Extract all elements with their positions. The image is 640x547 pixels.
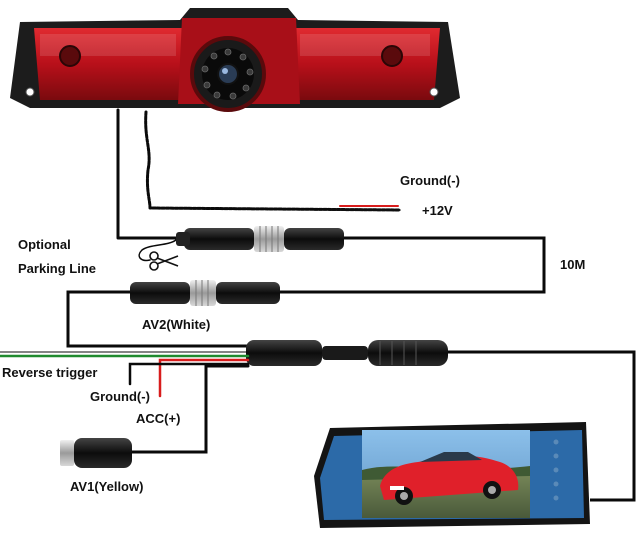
monitor-cable	[448, 350, 636, 502]
upper-connector-pair	[176, 226, 344, 252]
screw-right	[381, 45, 403, 67]
label-av1: AV1(Yellow)	[70, 479, 144, 494]
label-optional: Optional	[18, 237, 71, 252]
extension-cable	[280, 236, 546, 294]
av1-connector	[60, 438, 132, 468]
label-length: 10M	[560, 257, 586, 272]
mirror-monitor	[314, 422, 590, 528]
label-ground-bottom: Ground(-)	[90, 389, 150, 404]
upper-metal-coupler	[254, 226, 284, 252]
car-image	[380, 452, 519, 505]
label-parking-line: Parking Line	[18, 261, 97, 276]
camera-lens	[217, 63, 239, 85]
lower-metal-coupler	[190, 280, 216, 306]
av2-cable	[66, 290, 248, 348]
power-junction	[246, 340, 448, 366]
camera-cables	[116, 108, 402, 262]
monitor-buttons	[553, 439, 559, 501]
label-av2: AV2(White)	[142, 317, 211, 332]
label-acc: ACC(+)	[136, 411, 181, 426]
scissors-icon	[149, 251, 179, 271]
label-ground-top: Ground(-)	[400, 173, 460, 188]
ir-leds	[201, 48, 254, 100]
lower-connector-pair	[130, 280, 280, 306]
brake-light-camera	[10, 8, 460, 112]
trigger-wires	[0, 351, 250, 454]
label-plus12v: +12V	[422, 203, 453, 218]
screw-left	[59, 45, 81, 67]
right-lamp	[296, 28, 440, 100]
label-reverse-trigger: Reverse trigger	[2, 365, 98, 380]
